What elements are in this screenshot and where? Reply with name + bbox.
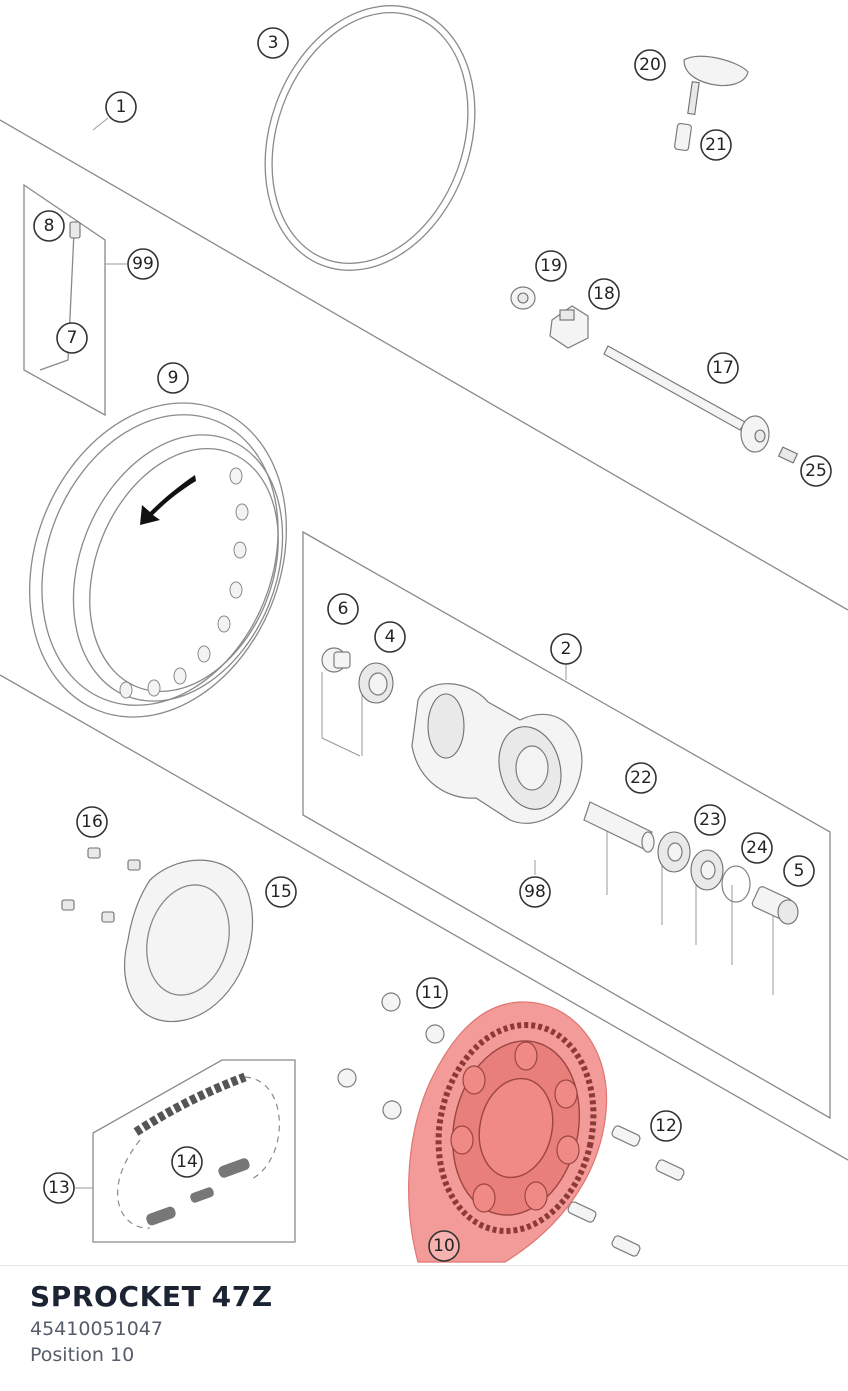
- svg-text:5: 5: [794, 861, 805, 881]
- brake-disc-part: [124, 859, 254, 1023]
- chain-part: [133, 1072, 247, 1136]
- svg-text:15: 15: [270, 882, 292, 902]
- svg-text:10: 10: [433, 1236, 455, 1256]
- hub-kit-box: [302, 530, 831, 1120]
- part-position: Position 10: [30, 1344, 135, 1366]
- callout-11[interactable]: 11: [416, 977, 448, 1009]
- svg-text:11: 11: [421, 983, 443, 1003]
- svg-text:18: 18: [593, 284, 615, 304]
- svg-text:14: 14: [176, 1152, 198, 1172]
- callout-23[interactable]: 23: [694, 804, 726, 836]
- rim-band-part: [264, 5, 476, 271]
- callout-99[interactable]: 99: [127, 248, 159, 280]
- callout-12[interactable]: 12: [650, 1110, 682, 1142]
- svg-text:4: 4: [385, 627, 396, 647]
- svg-text:9: 9: [168, 368, 179, 388]
- callout-17[interactable]: 17: [707, 352, 739, 384]
- axle-part: [603, 345, 770, 453]
- svg-text:13: 13: [48, 1178, 70, 1198]
- svg-text:1: 1: [116, 97, 127, 117]
- nipple-part: [69, 221, 81, 239]
- svg-text:12: 12: [655, 1116, 677, 1136]
- chain-kit-box: [92, 1059, 296, 1243]
- callout-22[interactable]: 22: [625, 762, 657, 794]
- callout-10[interactable]: 10: [428, 1230, 460, 1262]
- part-number: 45410051047: [30, 1318, 163, 1340]
- disc-screws-part: [61, 847, 141, 923]
- frame-line-top: [0, 119, 848, 611]
- callout-98[interactable]: 98: [519, 876, 551, 908]
- end-spacer-part: [751, 886, 799, 925]
- svg-text:98: 98: [524, 882, 546, 902]
- callout-19[interactable]: 19: [535, 250, 567, 282]
- callout-25[interactable]: 25: [800, 455, 832, 487]
- sprocket-screws-part: [567, 1125, 685, 1257]
- callout-20[interactable]: 20: [634, 49, 666, 81]
- screw-part: [777, 446, 799, 464]
- svg-text:3: 3: [268, 33, 279, 53]
- part-name: SPROCKET 47Z: [30, 1280, 273, 1313]
- sprocket-highlight[interactable]: [408, 1001, 612, 1263]
- svg-text:16: 16: [81, 812, 103, 832]
- callout-15[interactable]: 15: [265, 876, 297, 908]
- bearing-part: [358, 662, 394, 704]
- bearing-pair-part: [657, 831, 724, 891]
- callout-8[interactable]: 8: [33, 210, 65, 242]
- svg-text:23: 23: [699, 810, 721, 830]
- svg-text:6: 6: [338, 599, 349, 619]
- callout-3[interactable]: 3: [257, 27, 289, 59]
- chain-links-part: [146, 1158, 250, 1226]
- svg-text:17: 17: [712, 358, 734, 378]
- hub-part: [411, 683, 583, 824]
- part-info-panel: [0, 1265, 848, 1391]
- svg-text:20: 20: [639, 55, 661, 75]
- svg-text:8: 8: [44, 216, 55, 236]
- svg-text:22: 22: [630, 768, 652, 788]
- callout-4[interactable]: 4: [374, 621, 406, 653]
- svg-text:21: 21: [705, 135, 727, 155]
- svg-text:99: 99: [132, 254, 154, 274]
- svg-text:19: 19: [540, 256, 562, 276]
- chain-adjuster-part: [549, 305, 589, 349]
- callout-6[interactable]: 6: [327, 593, 359, 625]
- callout-18[interactable]: 18: [588, 278, 620, 310]
- callout-9[interactable]: 9: [157, 362, 189, 394]
- diagram-canvas: 1 2 3 4 5 6 7 8 9 10 11 12 13 14 15 16 1…: [0, 5, 848, 1263]
- nut-part: [510, 286, 536, 310]
- callout-21[interactable]: 21: [700, 129, 732, 161]
- callout-13[interactable]: 13: [43, 1172, 75, 1204]
- svg-text:2: 2: [561, 639, 572, 659]
- spoke-part: [39, 231, 75, 371]
- callout-1[interactable]: 1: [105, 91, 137, 123]
- sprocket-nuts-part: [337, 992, 445, 1120]
- distance-sleeve-part: [583, 801, 655, 853]
- callout-7[interactable]: 7: [56, 322, 88, 354]
- callout-5[interactable]: 5: [783, 855, 815, 887]
- callout-2[interactable]: 2: [550, 633, 582, 665]
- svg-text:24: 24: [746, 838, 768, 858]
- callout-16[interactable]: 16: [76, 806, 108, 838]
- spacer-part: [321, 647, 351, 673]
- frame-line-bottom: [0, 674, 848, 1161]
- circlip-part: [721, 865, 751, 903]
- svg-text:7: 7: [67, 328, 78, 348]
- valve-cap-part: [674, 55, 749, 152]
- svg-text:25: 25: [805, 461, 827, 481]
- rim-part: [28, 402, 288, 718]
- callouts: 1 2 3 4 5 6 7 8 9 10 11 12 13 14 15 16 1…: [33, 27, 832, 1262]
- rotation-arrow-icon: [140, 475, 196, 525]
- exploded-parts-diagram[interactable]: 1 2 3 4 5 6 7 8 9 10 11 12 13 14 15 16 1…: [0, 0, 848, 1265]
- callout-24[interactable]: 24: [741, 832, 773, 864]
- callout-14[interactable]: 14: [171, 1146, 203, 1178]
